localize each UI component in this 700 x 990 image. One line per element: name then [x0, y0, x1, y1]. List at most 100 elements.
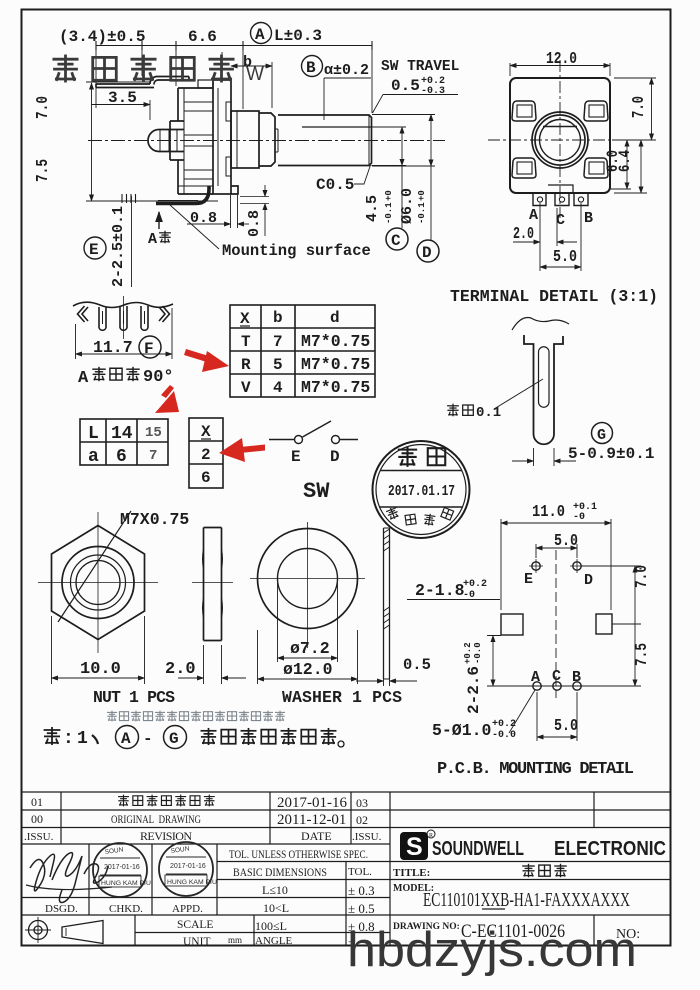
svg-text:5.0: 5.0	[554, 717, 578, 736]
svg-text:X: X	[201, 423, 211, 441]
svg-text:+0.2: +0.2	[421, 76, 445, 87]
svg-text:C-EC1101-0026: C-EC1101-0026	[461, 921, 565, 942]
svg-text:E: E	[89, 241, 99, 259]
svg-text:SOUNDWELL: SOUNDWELL	[432, 838, 524, 860]
svg-text:M7*0.75: M7*0.75	[301, 332, 370, 351]
svg-text:C: C	[556, 212, 565, 229]
svg-text:G: G	[169, 730, 179, 748]
svg-text:-0.0: -0.0	[492, 730, 516, 741]
svg-text:-0: -0	[463, 590, 475, 601]
svg-text:L: L	[88, 424, 99, 444]
svg-text:TERMINAL DETAIL (3:1): TERMINAL DETAIL (3:1)	[450, 287, 658, 306]
svg-text:G: G	[597, 427, 606, 444]
svg-text:2017.01.17: 2017.01.17	[388, 484, 455, 500]
svg-text:-: -	[143, 730, 153, 748]
svg-text:BASIC DIMENSIONS: BASIC DIMENSIONS	[233, 867, 327, 879]
svg-text:6.0: 6.0	[604, 150, 622, 172]
svg-text:0.8: 0.8	[246, 210, 263, 237]
svg-text:NO:: NO:	[616, 927, 640, 942]
svg-text:DRAWING NO:: DRAWING NO:	[393, 922, 460, 932]
svg-text::: :	[63, 729, 74, 749]
svg-text:-0.1: -0.1	[384, 202, 394, 224]
svg-text:10<L: 10<L	[263, 901, 289, 915]
svg-text:HUNG KAM PIU: HUNG KAM PIU	[101, 880, 151, 887]
svg-text:2017-01-16: 2017-01-16	[170, 863, 206, 870]
svg-text:ø7.2: ø7.2	[290, 639, 330, 658]
svg-text:14: 14	[111, 424, 133, 444]
svg-text:ANGLE: ANGLE	[255, 935, 293, 947]
svg-text:-0: -0	[573, 512, 585, 523]
svg-text:(3.4)±0.5: (3.4)±0.5	[59, 28, 145, 46]
svg-text:6: 6	[201, 469, 211, 487]
svg-text:M7*0.75: M7*0.75	[301, 378, 370, 397]
svg-text:00: 00	[31, 812, 43, 826]
svg-text:R: R	[241, 356, 251, 374]
svg-text:01: 01	[31, 795, 43, 809]
svg-text:C: C	[391, 232, 401, 250]
svg-text:7.5: 7.5	[633, 643, 652, 666]
svg-text:Ø6.0: Ø6.0	[399, 188, 416, 224]
svg-text:11.7: 11.7	[93, 338, 133, 357]
svg-text:± 0.5: ± 0.5	[348, 901, 375, 916]
svg-text:A: A	[148, 231, 157, 248]
svg-text:R: R	[429, 833, 433, 839]
svg-text:15: 15	[145, 425, 162, 441]
svg-text:d: d	[330, 309, 340, 327]
svg-text:5-0.9±0.1: 5-0.9±0.1	[568, 445, 654, 463]
svg-text:M7X0.75: M7X0.75	[120, 510, 189, 529]
svg-text:5.0: 5.0	[554, 532, 578, 551]
svg-text:4.5: 4.5	[364, 195, 381, 222]
svg-text:5-Ø1.0: 5-Ø1.0	[432, 721, 491, 740]
svg-text:E: E	[524, 571, 533, 588]
svg-text:± 0.3: ± 0.3	[348, 883, 375, 898]
svg-text:7.5: 7.5	[34, 159, 53, 182]
svg-text:+0: +0	[384, 190, 394, 201]
svg-text:APPD.: APPD.	[172, 903, 203, 915]
svg-text:C0.5: C0.5	[316, 176, 354, 194]
svg-text:WASHER 1 PCS: WASHER 1 PCS	[282, 688, 402, 707]
svg-text:ORIGINAL DRAWING: ORIGINAL DRAWING	[111, 812, 201, 826]
svg-text:0.5: 0.5	[403, 656, 431, 674]
svg-text:3.5: 3.5	[108, 89, 137, 107]
svg-text:ø12.0: ø12.0	[283, 660, 333, 679]
svg-text:REVISION: REVISION	[140, 829, 192, 843]
svg-text:b: b	[243, 54, 252, 71]
svg-text:4: 4	[273, 379, 283, 397]
svg-text:2-2.6: 2-2.6	[465, 666, 483, 714]
svg-text:.ISSU.: .ISSU.	[24, 831, 54, 843]
svg-text:E: E	[291, 448, 301, 466]
svg-text:a: a	[88, 447, 99, 467]
svg-text:L≤10: L≤10	[262, 883, 288, 897]
svg-text:± 0.8: ± 0.8	[348, 919, 375, 934]
svg-text:A: A	[255, 26, 265, 44]
svg-text:100≤L: 100≤L	[255, 919, 287, 933]
svg-text:.ISSU.: .ISSU.	[352, 831, 382, 843]
svg-text:TOL. UNLESS OTHERWISE SPEC.: TOL. UNLESS OTHERWISE SPEC.	[229, 849, 368, 861]
svg-text:5: 5	[273, 356, 283, 374]
svg-text:2-2.5±0.1: 2-2.5±0.1	[110, 206, 127, 287]
svg-text:D: D	[422, 244, 432, 262]
svg-text:EC110101XXB-HA1-FAXXXAXXX: EC110101XXB-HA1-FAXXXAXXX	[423, 889, 630, 911]
svg-text:P.C.B. MOUNTING DETAIL: P.C.B. MOUNTING DETAIL	[437, 760, 634, 779]
svg-text:DATE: DATE	[301, 829, 332, 843]
svg-text:MODEL:: MODEL:	[393, 883, 434, 894]
svg-text:10.0: 10.0	[80, 660, 121, 679]
svg-text:+0.1: +0.1	[573, 502, 597, 513]
svg-text:B: B	[584, 210, 593, 227]
svg-text:2017-01-16: 2017-01-16	[104, 864, 140, 871]
svg-text:2: 2	[201, 446, 211, 464]
svg-text:TITLE:: TITLE:	[393, 867, 430, 879]
svg-text:11.0: 11.0	[532, 503, 565, 522]
svg-text:F: F	[144, 340, 154, 358]
svg-text:7: 7	[273, 333, 283, 351]
svg-text:2-1.8: 2-1.8	[415, 581, 465, 600]
svg-text:2011-12-01: 2011-12-01	[277, 812, 346, 828]
svg-text:L±0.3: L±0.3	[274, 27, 322, 45]
svg-text:B: B	[306, 59, 316, 77]
svg-text:A: A	[121, 730, 131, 748]
svg-text:±: ±	[348, 934, 355, 949]
svg-text:-0.1: -0.1	[417, 202, 427, 224]
svg-text:M7*0.75: M7*0.75	[301, 355, 370, 374]
svg-text:-0.0: -0.0	[473, 642, 483, 664]
svg-text:SW: SW	[303, 479, 330, 504]
